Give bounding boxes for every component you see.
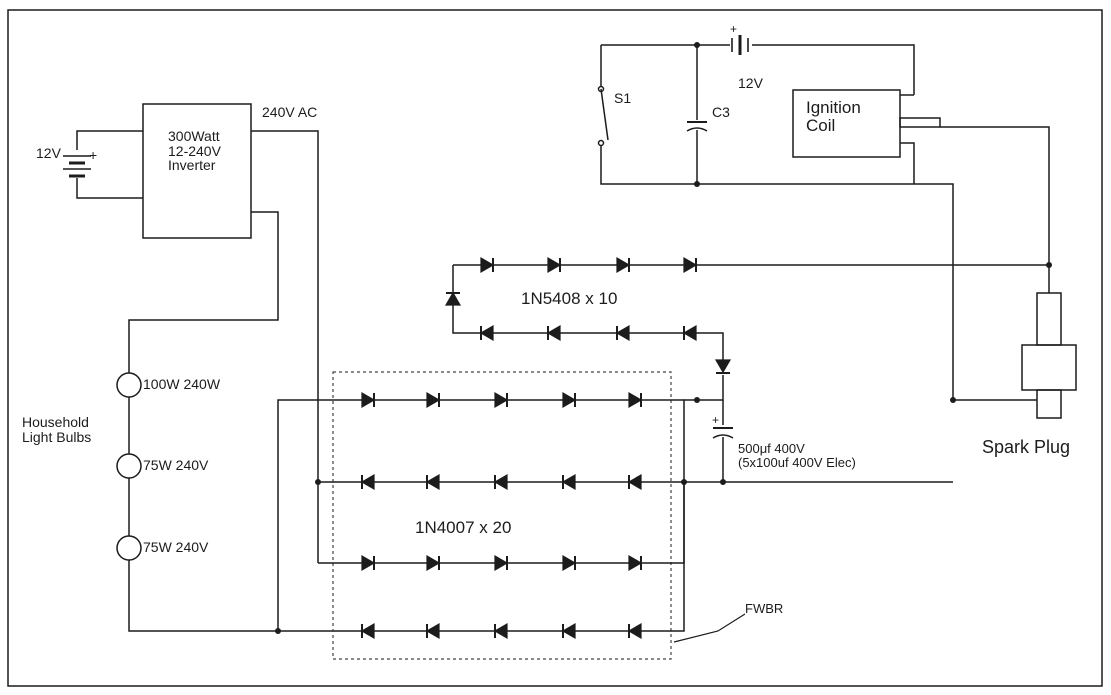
ac-line-1 xyxy=(251,130,319,563)
switch-s1-label: S1 xyxy=(614,90,631,106)
inverter-block: 300Watt 12-240V Inverter 240V AC xyxy=(142,103,317,239)
junction-dots xyxy=(275,42,1052,634)
capacitor-main-label-1: 500μf 400V xyxy=(738,441,805,456)
inverter-output-label: 240V AC xyxy=(262,104,317,120)
ignition-coil-label-1: Ignition xyxy=(806,98,861,117)
battery-left: 12V + xyxy=(36,130,143,199)
diode-string-top-label: 1N5408 x 10 xyxy=(521,289,617,308)
inverter-label-3: Inverter xyxy=(168,157,216,173)
spark-plug: Spark Plug xyxy=(953,292,1077,457)
capacitor-main-polarity: + xyxy=(712,413,719,427)
ignition-coil-label-2: Coil xyxy=(806,116,835,135)
bulb-1 xyxy=(116,372,142,398)
ignition-battery-voltage: 12V xyxy=(738,75,764,91)
battery-left-polarity: + xyxy=(89,147,97,163)
bulb-3 xyxy=(116,535,142,561)
bridge-label: 1N4007 x 20 xyxy=(415,518,511,537)
ignition-circuit: + 12V S1 C3 Ignition Coil xyxy=(597,22,1050,400)
bulb-2 xyxy=(116,453,142,479)
inverter-label-1: 300Watt xyxy=(168,128,220,144)
bridge-rectifier: 1N4007 x 20 FWBR xyxy=(277,371,953,660)
battery-left-voltage: 12V xyxy=(36,145,62,161)
capacitor-main: + 500μf 400V (5x100uf 400V Elec) xyxy=(684,375,856,482)
inverter-label-2: 12-240V xyxy=(168,143,222,159)
inverter-box xyxy=(142,103,252,239)
spark-plug-label: Spark Plug xyxy=(982,437,1070,457)
bulb-2-label: 75W 240V xyxy=(143,457,209,473)
bulbs-group: 100W 240W 75W 240V 75W 240V Household Li… xyxy=(22,372,346,632)
capacitor-main-label-2: (5x100uf 400V Elec) xyxy=(738,455,856,470)
bulbs-group-label-1: Household xyxy=(22,414,89,430)
fwbr-callout: FWBR xyxy=(745,601,783,616)
diode-string-top: 1N5408 x 10 xyxy=(444,256,1049,374)
bulbs-group-label-2: Light Bulbs xyxy=(22,429,91,445)
capacitor-c3-label: C3 xyxy=(712,104,730,120)
bulb-3-label: 75W 240V xyxy=(143,539,209,555)
coil-hv-terminal xyxy=(899,117,941,128)
bulb-1-label: 100W 240W xyxy=(143,376,221,392)
bridge-dashed-box xyxy=(332,371,672,660)
ac-line-2 xyxy=(128,211,279,373)
diagram-border xyxy=(7,9,1103,687)
ignition-battery-polarity: + xyxy=(730,22,737,36)
